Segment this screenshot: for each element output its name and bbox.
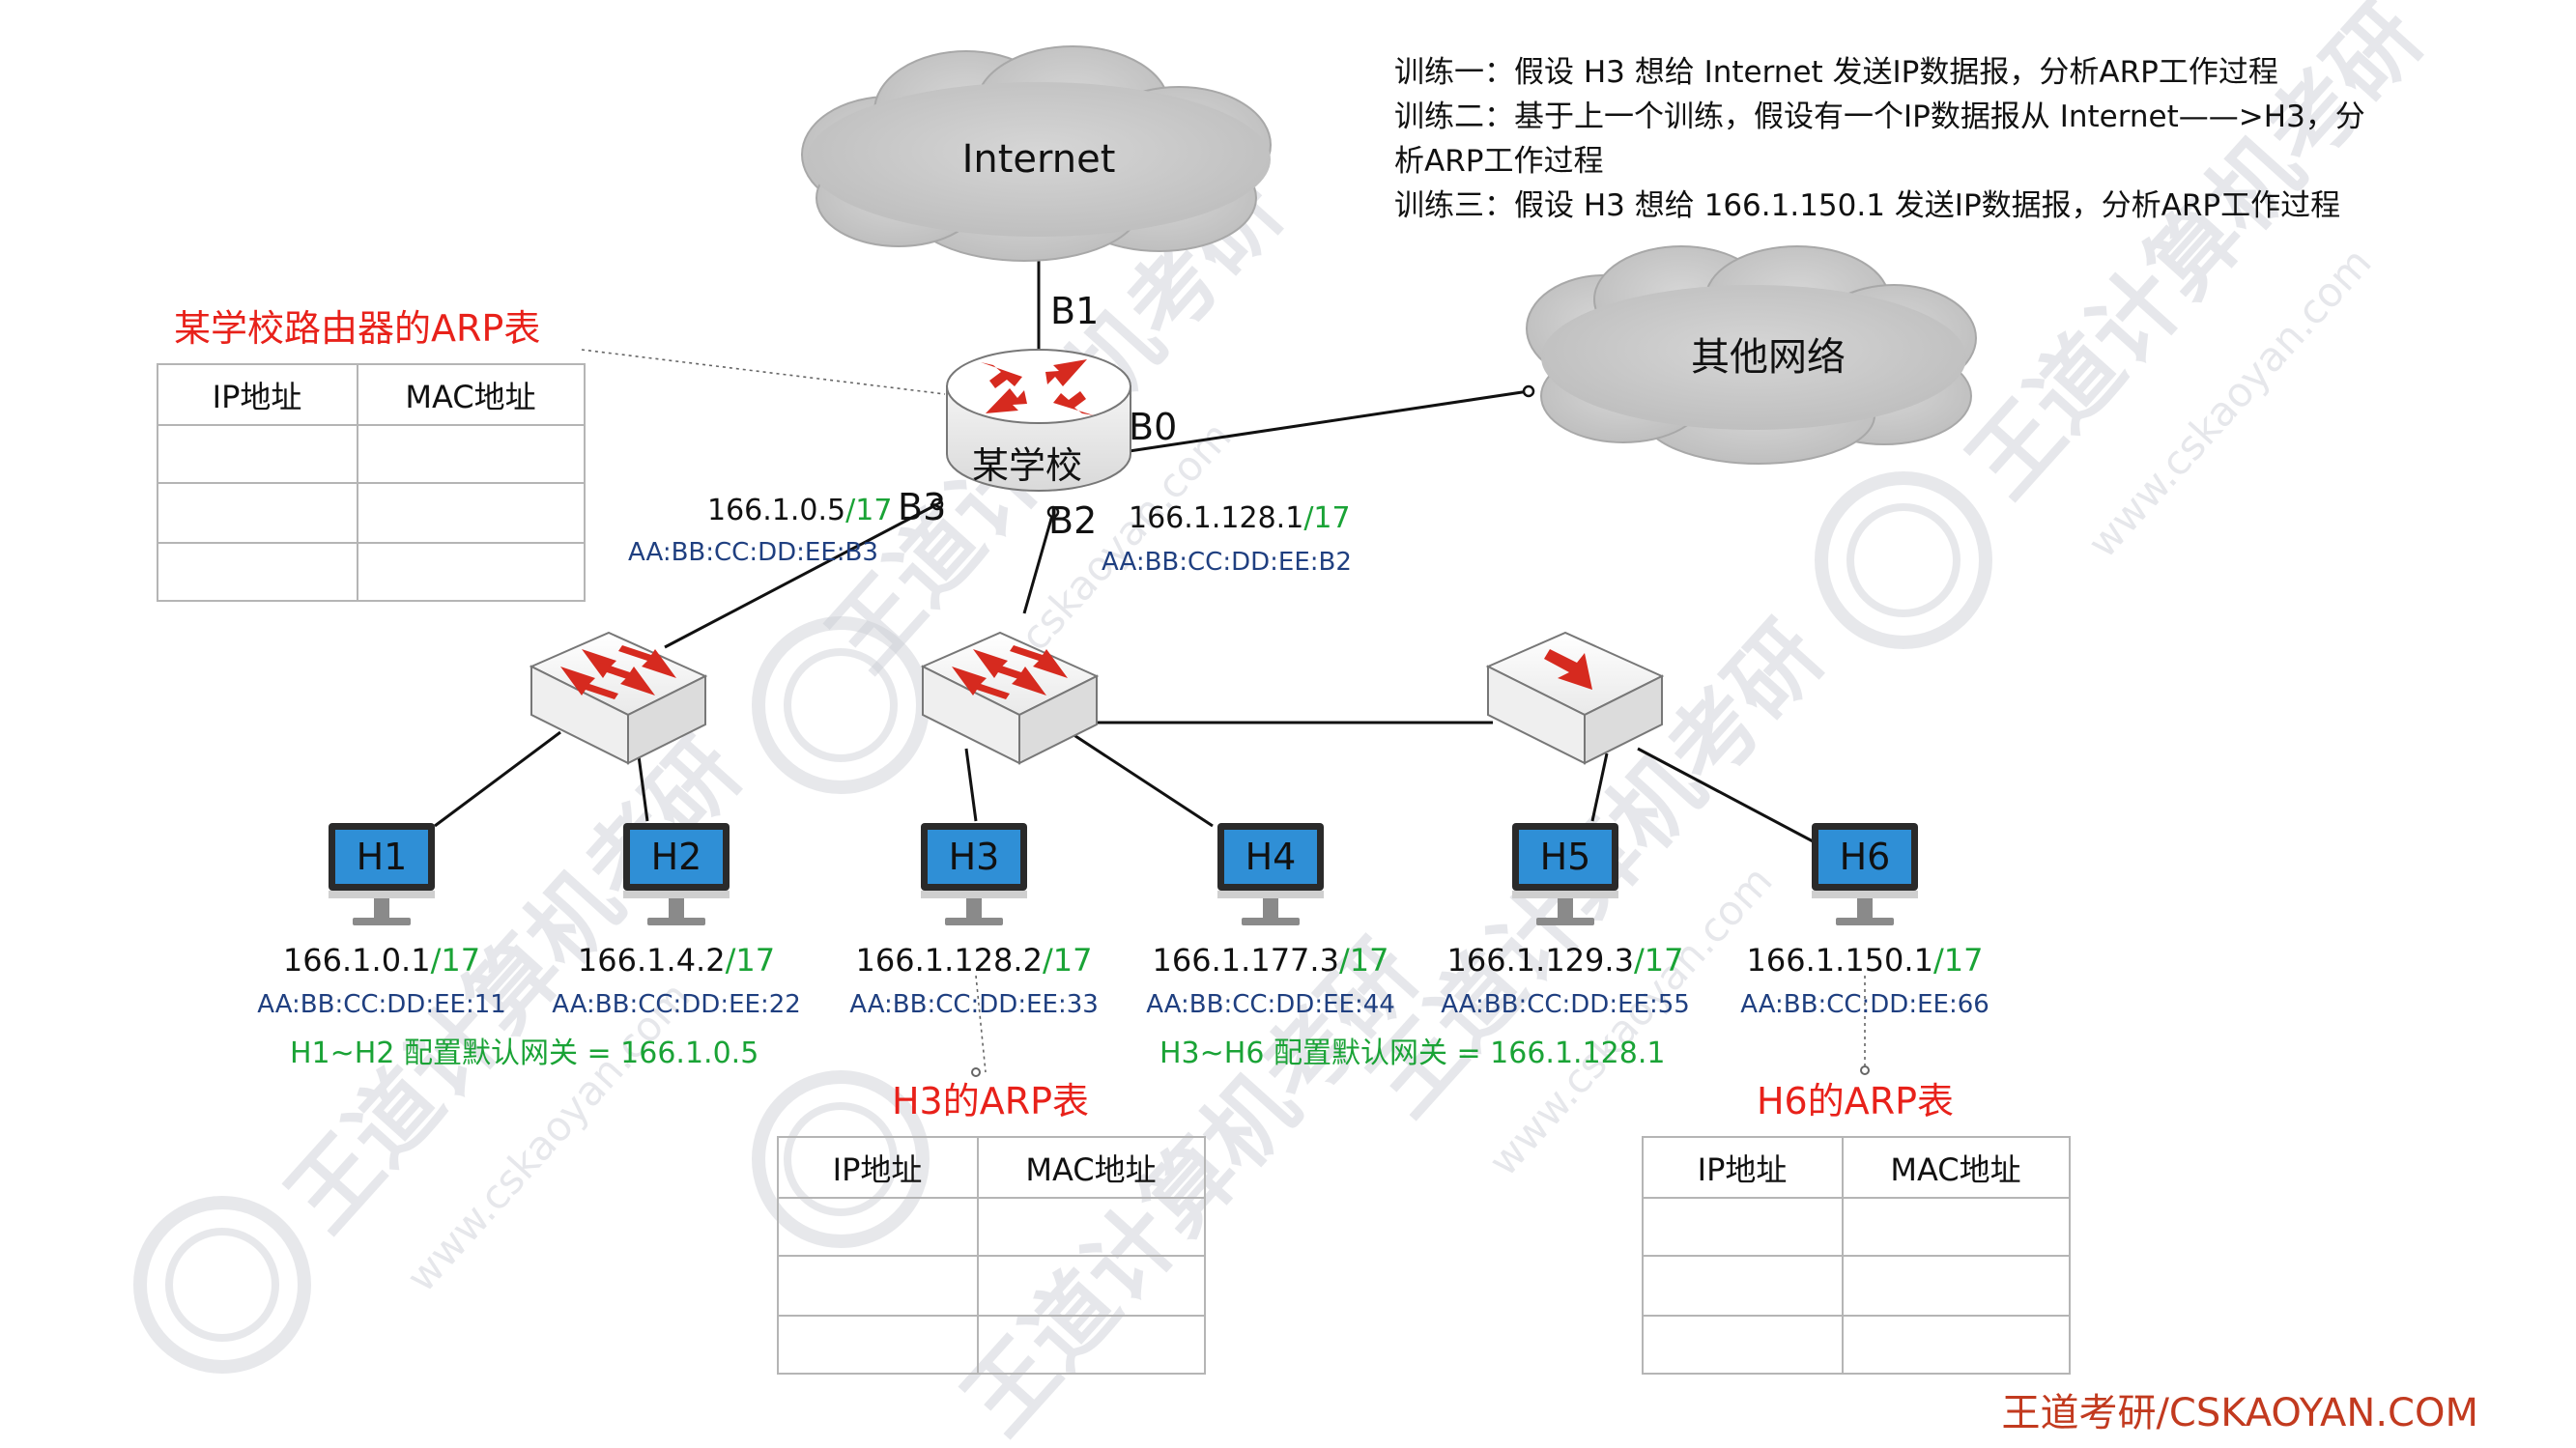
port-b3-label: B3 (898, 486, 946, 528)
link-switch2-h4 (1072, 732, 1214, 828)
b3-mac: AA:BB:CC:DD:EE:B3 (628, 538, 878, 567)
monitor-bezel (623, 891, 730, 898)
arp-header-ip: IP地址 (213, 379, 302, 415)
links (434, 253, 1866, 1073)
training-line: 训练二：基于上一个训练，假设有一个IP数据报从 Internet——>H3，分 (1394, 99, 2365, 134)
monitor-bezel (1812, 891, 1918, 898)
gateway-left: H1~H2 配置默认网关 = 166.1.0.5 (290, 1036, 758, 1070)
host-name: H3 (949, 836, 1000, 878)
h6-arp-title: H6的ARP表 (1757, 1080, 1954, 1122)
monitor-neck (1558, 898, 1573, 918)
monitor-bezel (329, 891, 435, 898)
host-name: H4 (1245, 836, 1297, 878)
dotted-h3-arp (975, 975, 987, 1073)
training-line: 训练三：假设 H3 想给 166.1.150.1 发送IP数据报，分析ARP工作… (1394, 188, 2340, 223)
router-icon: 某学校 (946, 349, 1131, 492)
b2-mac: AA:BB:CC:DD:EE:B2 (1102, 548, 1352, 577)
monitor-neck (374, 898, 389, 918)
monitor-bezel (1512, 891, 1618, 898)
link-router-other (1122, 389, 1530, 454)
host-ip: 166.1.150.1/17 (1747, 942, 1984, 979)
h3-arp-title: H3的ARP表 (892, 1080, 1089, 1122)
monitor-screen (928, 830, 1020, 884)
switch-1-icon (529, 631, 708, 765)
h3-arp-table: IP地址 MAC地址 (777, 1136, 1206, 1375)
b3-address: 166.1.0.5/17 (707, 494, 892, 527)
monitor-neck (1263, 898, 1278, 918)
monitor-stand (1836, 918, 1894, 925)
host-mac: AA:BB:CC:DD:EE:66 (1740, 990, 1989, 1019)
host-ip: 166.1.177.3/17 (1153, 942, 1389, 979)
host-ip: 166.1.4.2/17 (578, 942, 775, 979)
switch-3-icon (1485, 631, 1665, 765)
link-switch1-h2 (636, 748, 649, 822)
host-mac: AA:BB:CC:DD:EE:22 (552, 990, 801, 1019)
host-ip: 166.1.128.2/17 (856, 942, 1093, 979)
b2-address: 166.1.128.1/17 (1129, 501, 1351, 535)
brand-footer: 王道考研/CSKAOYAN.COM (2001, 1391, 2478, 1435)
host-mac: AA:BB:CC:DD:EE:44 (1146, 990, 1395, 1019)
monitor-screen (630, 830, 723, 884)
host-ip: 166.1.0.1/17 (283, 942, 480, 979)
host-mac: AA:BB:CC:DD:EE:33 (849, 990, 1099, 1019)
arp-header-mac: MAC地址 (1890, 1151, 2020, 1188)
monitor-screen (1818, 830, 1911, 884)
training-line: 训练一：假设 H3 想给 Internet 发送IP数据报，分析ARP工作过程 (1394, 55, 2278, 90)
port-b0-label: B0 (1129, 406, 1177, 448)
link-switch2-h3 (964, 748, 978, 822)
monitor-stand (1536, 918, 1594, 925)
monitor-neck (669, 898, 684, 918)
port-b1-label: B1 (1050, 290, 1099, 332)
port-b2-label: B2 (1048, 499, 1097, 542)
host-mac: AA:BB:CC:DD:EE:11 (257, 990, 506, 1019)
host-mac: AA:BB:CC:DD:EE:55 (1441, 990, 1690, 1019)
monitor-neck (1857, 898, 1873, 918)
training-line: 析ARP工作过程 (1394, 144, 1603, 179)
monitor-screen (1519, 830, 1612, 884)
monitor-screen (335, 830, 428, 884)
host-name: H6 (1840, 836, 1891, 878)
router-arp-table: IP地址 MAC地址 (157, 363, 586, 602)
link-switch3-h5 (1590, 752, 1609, 822)
gateway-right: H3~H6 配置默认网关 = 166.1.128.1 (1159, 1036, 1665, 1070)
monitor-stand (353, 918, 411, 925)
host-name: H1 (357, 836, 408, 878)
dotted-router-arp (581, 349, 946, 395)
monitor-stand (1242, 918, 1300, 925)
cloud-internet: Internet (801, 45, 1272, 262)
monitor-bezel (921, 891, 1027, 898)
host-name: H2 (651, 836, 702, 878)
arp-header-ip: IP地址 (1698, 1151, 1788, 1188)
monitor-screen (1224, 830, 1317, 884)
switch-2-icon (920, 631, 1100, 765)
monitor-stand (647, 918, 705, 925)
cloud-internet-label: Internet (962, 137, 1116, 182)
training-notes: 训练一：假设 H3 想给 Internet 发送IP数据报，分析ARP工作过程 … (1394, 55, 2365, 223)
link-switch3-h6 (1637, 747, 1818, 845)
link-switch1-h1 (434, 730, 561, 828)
monitor-neck (966, 898, 982, 918)
host-name: H5 (1540, 836, 1591, 878)
monitor-stand (945, 918, 1003, 925)
h6-arp-table: IP地址 MAC地址 (1642, 1136, 2071, 1375)
link-router-switch1 (664, 502, 938, 649)
arp-header-mac: MAC地址 (405, 379, 535, 415)
cloud-other-label: 其他网络 (1691, 335, 1846, 380)
router-arp-title: 某学校路由器的ARP表 (174, 307, 540, 350)
router-name: 某学校 (972, 444, 1082, 487)
monitor-bezel (1217, 891, 1324, 898)
arp-header-ip: IP地址 (833, 1151, 923, 1188)
arp-header-mac: MAC地址 (1025, 1151, 1156, 1188)
link-router-switch2 (1022, 511, 1055, 614)
cloud-other: 其他网络 (1526, 245, 1977, 465)
host-ip: 166.1.129.3/17 (1447, 942, 1684, 979)
